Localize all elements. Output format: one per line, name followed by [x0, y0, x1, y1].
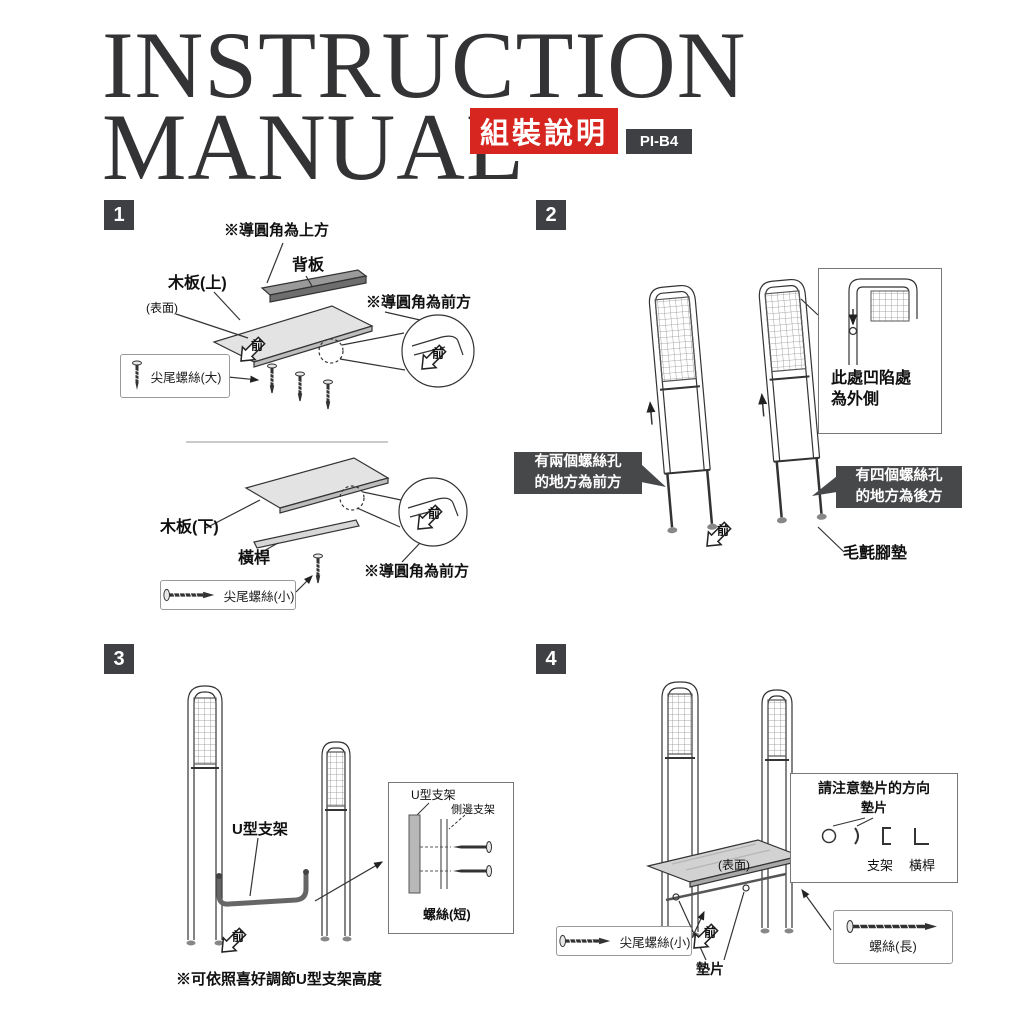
height-adjust-note: ※可依照喜好調節U型支架高度 — [176, 971, 382, 988]
crossbar-rod — [253, 519, 360, 549]
washer-callout-label: 墊片 — [696, 961, 724, 977]
detail-u-bracket-label: U型支架 — [411, 788, 456, 802]
long-screw-label: 螺絲(長) — [869, 939, 917, 954]
large-screw-box: 尖尾螺絲(大) — [120, 354, 230, 398]
shelf-crossbar — [665, 872, 787, 902]
washer-icons — [821, 817, 929, 845]
u-bracket — [216, 872, 309, 907]
felt-foot — [776, 517, 787, 524]
washer-direction-box: 請注意墊片的方向 墊片 支架 橫桿 — [790, 773, 958, 883]
page-title-line1: INSTRUCTION — [102, 12, 747, 118]
front-arrow-label: 前 — [231, 929, 245, 944]
label-surface-top: (表面) — [146, 301, 178, 315]
label-rounded-corner-top: ※導圓角為上方 — [224, 222, 330, 239]
step4-number: 4 — [536, 644, 566, 674]
short-screw-label: 螺絲(短) — [423, 907, 471, 922]
felt-foot — [816, 513, 827, 520]
callout-pointer — [812, 476, 837, 496]
label-rounded-corner-front-bottom: ※導圓角為前方 — [364, 563, 470, 580]
side-frame-right — [758, 279, 827, 524]
washer-direction-title: 請注意墊片的方向 — [818, 780, 930, 796]
screw-icon — [130, 359, 143, 392]
washer — [672, 893, 680, 901]
callout-pointer — [641, 464, 666, 487]
subtitle-badge: 組裝說明 — [470, 108, 618, 154]
screw-icon — [162, 588, 214, 602]
step3-diagram — [186, 685, 384, 960]
front-arrow-label: 前 — [716, 523, 730, 538]
bracket-icon-label: 支架 — [867, 858, 894, 873]
two-holes-callout: 有兩個螺絲孔 的地方為前方 — [514, 452, 642, 494]
label-surface-shelf: (表面) — [718, 858, 750, 872]
four-holes-callout: 有四個螺絲孔 的地方為後方 — [836, 466, 962, 508]
screw-icon — [420, 841, 492, 853]
detail-focus-circle — [339, 485, 365, 511]
large-screw-label: 尖尾螺絲(大) — [150, 370, 222, 385]
step2-diagram — [641, 279, 845, 554]
screw-icon — [294, 370, 306, 403]
model-code-badge: PI-B4 — [626, 129, 692, 154]
recess-hole — [848, 326, 858, 336]
u-bracket-label: U型支架 — [232, 821, 288, 838]
washer — [742, 884, 750, 892]
u-bracket-detail-box: U型支架 側邊支架 螺絲(短) — [388, 782, 514, 934]
felt-foot — [784, 928, 794, 934]
page-title-line2: MANUAL — [102, 94, 525, 200]
front-arrow-label: 前 — [703, 925, 717, 940]
label-upper-board: 木板(上) — [168, 275, 227, 292]
detail-focus-circle — [318, 338, 344, 364]
small-screw-label: 尖尾螺絲(小) — [223, 589, 295, 604]
recess-detail-drawing — [848, 278, 918, 365]
screw-icon — [558, 934, 610, 948]
front-arrow-label: 前 — [250, 338, 264, 353]
screw-icon — [846, 920, 937, 933]
washer-mini-label: 墊片 — [860, 800, 887, 815]
felt-foot — [320, 936, 330, 942]
small-screw-box-step4: 尖尾螺絲(小) — [556, 926, 692, 956]
step4-diagram — [645, 681, 832, 961]
detail-side-bracket-label: 側邊支架 — [451, 804, 495, 816]
label-lower-board: 木板(下) — [160, 519, 219, 536]
washer-front-icon — [821, 828, 837, 844]
felt-foot — [186, 940, 196, 946]
bracket-profile-icon — [882, 827, 891, 845]
label-back-board: 背板 — [292, 257, 325, 274]
screw-icon — [322, 378, 334, 411]
recess-note: 此處凹陷處 為外側 — [831, 370, 912, 408]
step2-number: 2 — [536, 200, 566, 230]
label-rounded-corner-front-top: ※導圓角為前方 — [366, 294, 472, 311]
small-screw-box-step1: 尖尾螺絲(小) — [160, 580, 296, 610]
screw-icon — [312, 552, 324, 585]
crossbar-icon-label: 橫桿 — [909, 858, 936, 873]
u-bracket-detail-drawing — [408, 802, 492, 894]
long-screw-box: 螺絲(長) — [833, 910, 953, 964]
felt-foot — [342, 936, 352, 942]
step1-number: 1 — [104, 200, 134, 230]
screw-icon — [266, 362, 278, 395]
felt-foot — [667, 527, 678, 534]
label-crossbar: 橫桿 — [238, 550, 271, 567]
washer-side-icon — [854, 827, 859, 845]
small-screw-label: 尖尾螺絲(小) — [619, 935, 691, 950]
screw-icon — [420, 865, 492, 877]
felt-pad-label: 毛氈腳墊 — [843, 545, 908, 562]
side-frame-left — [646, 285, 718, 534]
step3-number: 3 — [104, 644, 134, 674]
front-arrow-label: 前 — [431, 346, 445, 361]
step1-diagram — [175, 242, 475, 593]
crossbar-profile-icon — [914, 828, 929, 845]
felt-foot — [214, 940, 224, 946]
front-arrow-label: 前 — [427, 506, 441, 521]
felt-foot — [707, 523, 718, 530]
felt-foot — [760, 928, 770, 934]
recess-detail-inset: 此處凹陷處 為外側 — [818, 268, 942, 434]
